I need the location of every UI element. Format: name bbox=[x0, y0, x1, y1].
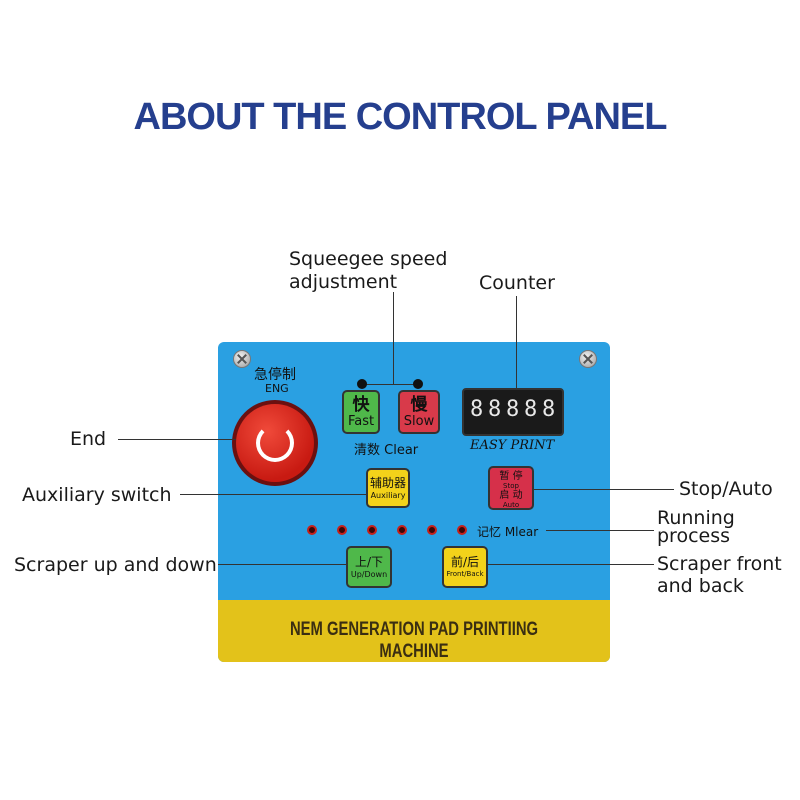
emergency-stop-button[interactable] bbox=[236, 404, 314, 482]
estop-label-en: ENG bbox=[265, 382, 289, 395]
updown-label-en: Up/Down bbox=[350, 570, 388, 579]
label-scraper-fb-line2: and back bbox=[657, 575, 744, 597]
slow-label-cn: 慢 bbox=[410, 395, 428, 415]
digit: 8 bbox=[470, 397, 484, 422]
callout-line-squeegee-bracket bbox=[362, 384, 418, 385]
front-back-button[interactable]: 前/后 Front/Back bbox=[442, 546, 488, 588]
auto-label-en: Auto bbox=[502, 501, 520, 509]
screw-icon bbox=[233, 350, 251, 368]
slow-button[interactable]: 慢 Slow bbox=[398, 390, 440, 434]
stop-label-cn: 暂 停 bbox=[499, 471, 523, 482]
callout-line-running bbox=[546, 530, 654, 531]
digit: 8 bbox=[542, 397, 556, 422]
memory-label: 记忆 Mlear bbox=[477, 525, 539, 539]
frontback-label-cn: 前/后 bbox=[450, 555, 480, 569]
stop-auto-button[interactable]: 暂 停 Stop 启 动 Auto bbox=[488, 466, 534, 510]
running-led bbox=[337, 525, 347, 535]
label-counter: Counter bbox=[479, 272, 555, 294]
fast-label-en: Fast bbox=[347, 414, 375, 429]
label-squeegee-line1: Squeegee speed bbox=[289, 248, 448, 270]
callout-line-end bbox=[118, 439, 236, 440]
frontback-label-en: Front/Back bbox=[446, 570, 484, 578]
callout-dot bbox=[357, 379, 367, 389]
control-panel: 急停制 ENG 快 Fast 慢 Slow 清数 Clear 8 8 8 8 8… bbox=[218, 342, 610, 662]
clear-label: 清数 Clear bbox=[354, 443, 419, 458]
machine-name: NEM GENERATION PAD PRINTIING MACHINE bbox=[289, 619, 539, 662]
slow-label-en: Slow bbox=[403, 414, 435, 429]
callout-line-counter bbox=[516, 296, 517, 388]
bottom-band bbox=[218, 600, 610, 662]
fast-label-cn: 快 bbox=[352, 395, 370, 415]
auxiliary-button[interactable]: 辅助器 Auxiliary bbox=[366, 468, 410, 508]
running-led bbox=[307, 525, 317, 535]
up-down-button[interactable]: 上/下 Up/Down bbox=[346, 546, 392, 588]
label-end: End bbox=[70, 428, 107, 450]
digit: 8 bbox=[524, 397, 538, 422]
counter-display: 8 8 8 8 8 bbox=[462, 388, 564, 436]
label-scraper-updown: Scraper up and down bbox=[14, 554, 217, 576]
label-auxiliary: Auxiliary switch bbox=[22, 484, 172, 506]
running-led bbox=[397, 525, 407, 535]
running-led bbox=[427, 525, 437, 535]
callout-line-squeegee bbox=[393, 292, 394, 385]
page-title: ABOUT THE CONTROL PANEL bbox=[133, 96, 668, 138]
label-squeegee-line2: adjustment bbox=[289, 271, 398, 293]
digit: 8 bbox=[506, 397, 520, 422]
running-led bbox=[457, 525, 467, 535]
label-stop-auto: Stop/Auto bbox=[679, 478, 773, 500]
callout-line-stop-auto bbox=[534, 489, 674, 490]
estop-label-cn: 急停制 bbox=[254, 367, 296, 383]
updown-label-cn: 上/下 bbox=[354, 555, 384, 569]
screw-icon bbox=[579, 350, 597, 368]
running-led bbox=[367, 525, 377, 535]
fast-button[interactable]: 快 Fast bbox=[342, 390, 380, 434]
start-label-cn: 启 动 bbox=[499, 490, 523, 501]
digit: 8 bbox=[488, 397, 502, 422]
rotate-arrow-icon bbox=[256, 424, 294, 462]
auxiliary-label-en: Auxiliary bbox=[370, 491, 406, 500]
stop-label-en: Stop bbox=[503, 482, 519, 490]
brand-label: EASY PRINT bbox=[470, 438, 555, 453]
label-scraper-fb-line1: Scraper front bbox=[657, 553, 782, 575]
callout-line-scraper-ud bbox=[218, 564, 346, 565]
label-running-line2: process bbox=[657, 525, 731, 547]
callout-line-scraper-fb bbox=[488, 564, 654, 565]
auxiliary-label-cn: 辅助器 bbox=[369, 476, 406, 490]
label-running-line1: Running bbox=[657, 507, 735, 529]
callout-line-auxiliary bbox=[180, 494, 366, 495]
callout-dot bbox=[413, 379, 423, 389]
